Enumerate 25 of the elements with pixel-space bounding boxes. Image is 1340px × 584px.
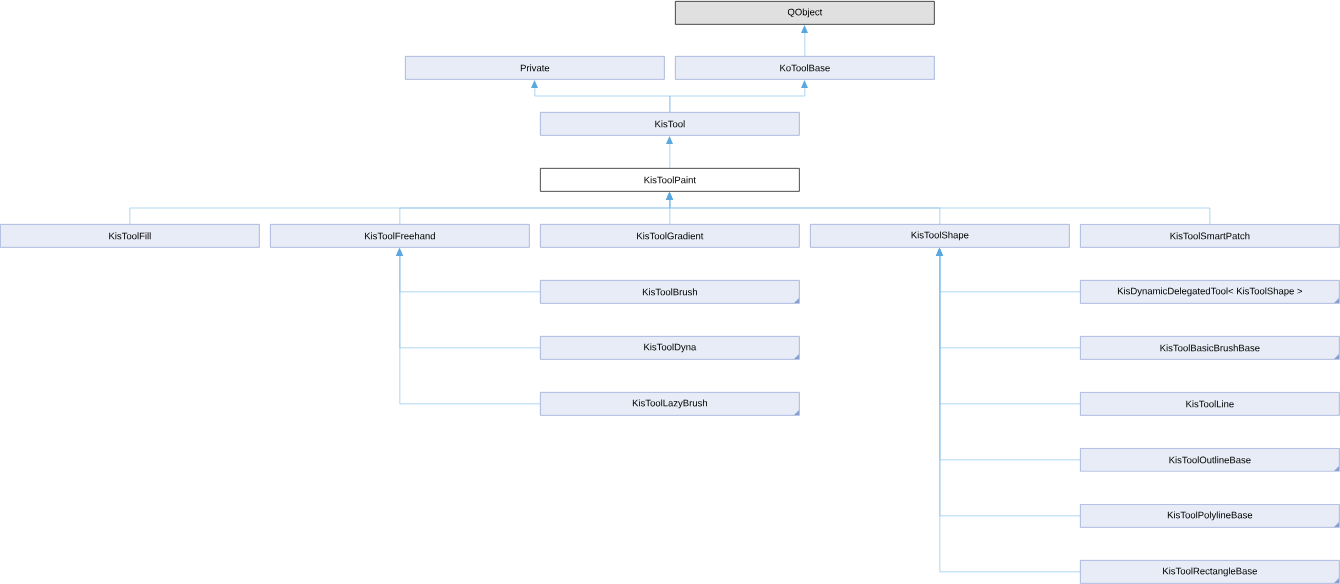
class-box: KisToolDyna xyxy=(540,336,800,360)
inheritance-arrow xyxy=(936,248,1081,573)
class-box: QObject xyxy=(675,1,935,25)
class-box: KisToolShape xyxy=(810,224,1070,248)
class-box: KisToolPolylineBase xyxy=(1080,504,1340,528)
class-box: KoToolBase xyxy=(675,56,935,80)
inheritance-arrow xyxy=(396,248,541,405)
class-box: KisTool xyxy=(540,112,800,136)
class-box: KisToolLine xyxy=(1080,392,1340,416)
class-box: KisToolSmartPatch xyxy=(1080,224,1340,248)
class-box: KisDynamicDelegatedTool< KisToolShape > xyxy=(1080,280,1340,304)
inheritance-arrow xyxy=(801,25,808,57)
inheritance-arrow xyxy=(669,80,808,113)
class-box: KisToolFill xyxy=(0,224,260,248)
class-box: KisToolOutlineBase xyxy=(1080,448,1340,472)
class-box: KisToolFreehand xyxy=(270,224,530,248)
inheritance-arrow xyxy=(666,136,673,169)
class-box: Private xyxy=(405,56,665,80)
class-box: KisToolRectangleBase xyxy=(1080,560,1340,584)
class-box: KisToolBrush xyxy=(540,280,800,304)
class-box: KisToolPaint xyxy=(540,168,800,192)
inheritance-arrow xyxy=(666,192,1211,225)
class-box: KisToolBasicBrushBase xyxy=(1080,336,1340,360)
class-box: KisToolLazyBrush xyxy=(540,392,800,416)
class-box: KisToolGradient xyxy=(540,224,800,248)
